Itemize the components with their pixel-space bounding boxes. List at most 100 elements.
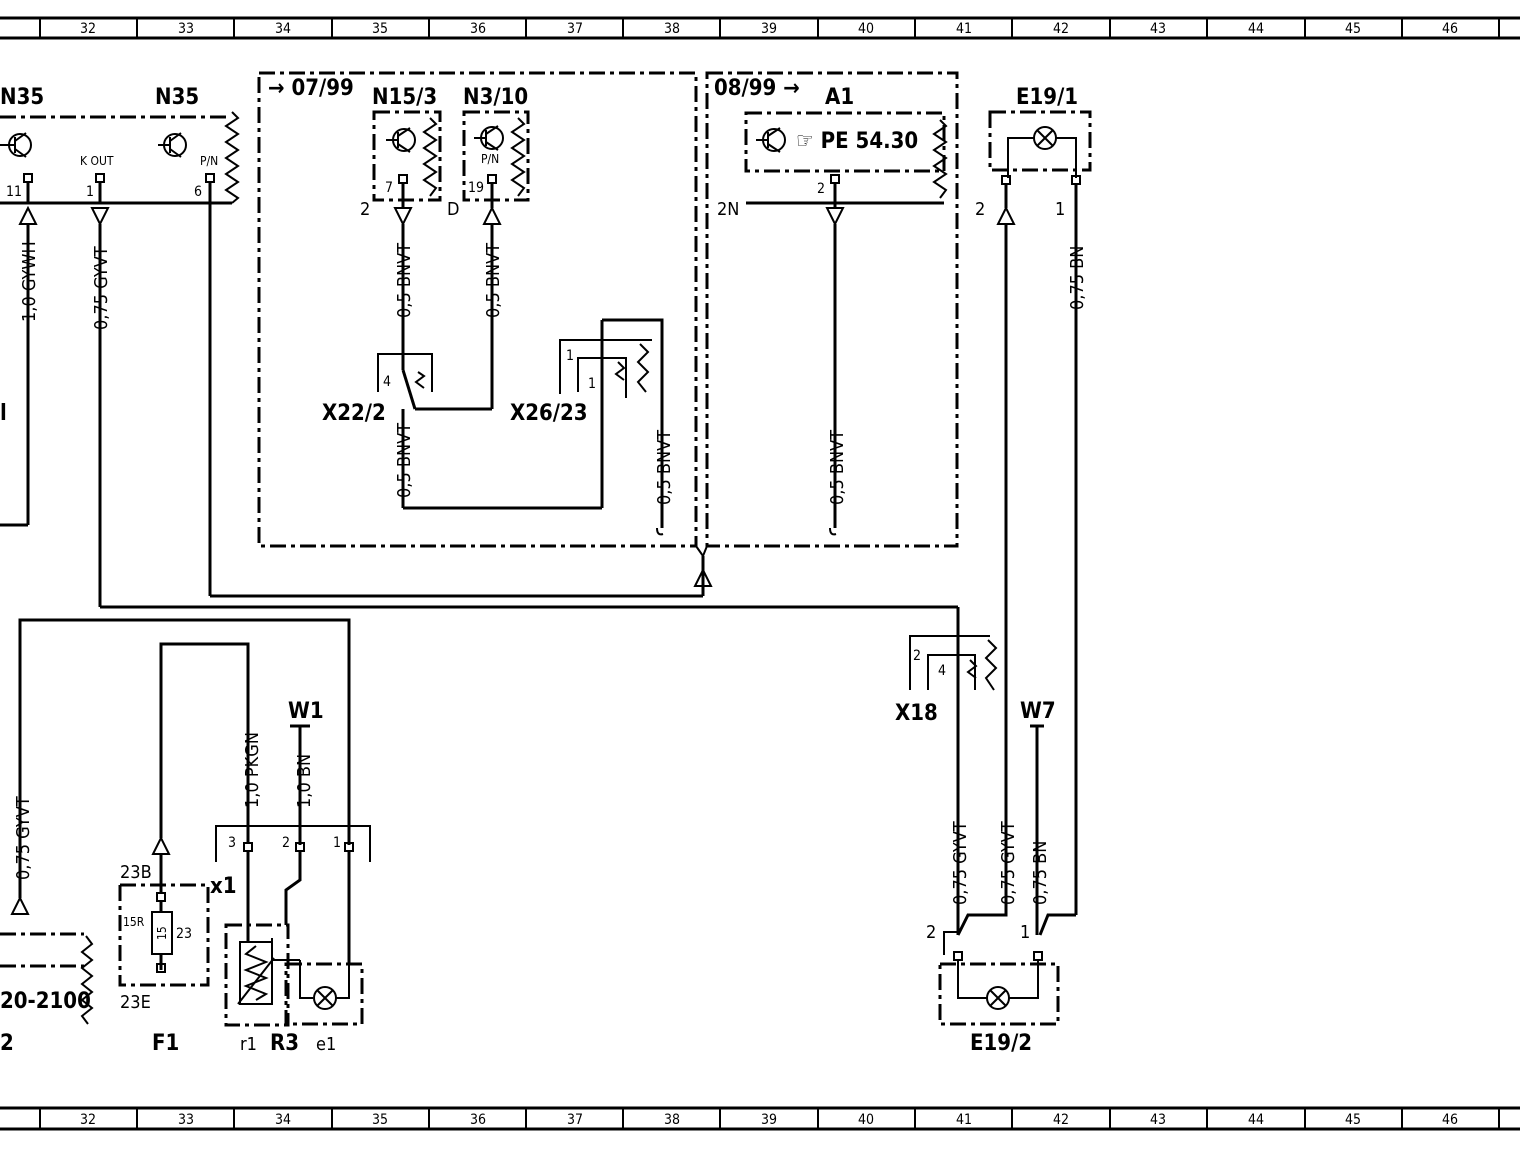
- ruler-bottom-43: 43: [1150, 1112, 1166, 1128]
- f1-pin-23: 23: [176, 926, 192, 942]
- r1-label: r1: [240, 1034, 257, 1055]
- n35-left-label: N35: [0, 85, 44, 110]
- n35-right-label: N35: [155, 85, 199, 110]
- ground-icon: [656, 527, 664, 536]
- x26-23-label: X26/23: [510, 401, 588, 426]
- bottom-grid-ruler: 32 33 34 35 36 37 38 39 40 41 42 43 44 4…: [0, 1106, 1520, 1131]
- wire-label-e19-2-b: 0,75 GYVT: [998, 821, 1019, 905]
- ruler-top-45: 45: [1345, 21, 1361, 37]
- n35-resistor-zigzag: [224, 111, 240, 204]
- ruler-bottom-46: 46: [1442, 1112, 1458, 1128]
- a1-pin-2n: 2N: [717, 199, 739, 220]
- f1-fuse: 23B 15 15R 23 23E F1: [118, 642, 250, 1056]
- wire-label-n15-3: 0,5 BNVT: [394, 243, 415, 318]
- wire-label-x26-out: 0,5 BNVT: [654, 430, 675, 505]
- n15-3-label: N15/3: [372, 85, 437, 110]
- arrow-down-icon: [825, 207, 845, 227]
- e19-2-lamp: 2 1 E19/2: [926, 900, 1076, 1056]
- lamp-icon: [986, 986, 1010, 1010]
- ruler-bottom-37: 37: [567, 1112, 583, 1128]
- arrow-up-icon: [996, 205, 1016, 225]
- ruler-top-35: 35: [372, 21, 388, 37]
- ruler-top-34: 34: [275, 21, 291, 37]
- n35-pin-kout: K OUT: [80, 154, 114, 168]
- n3-10-label: N3/10: [463, 85, 528, 110]
- n15-3-pin-7: 7: [385, 180, 393, 196]
- lamp-icon: [1033, 126, 1057, 150]
- wire-label-a1: 0,5 BNVT: [827, 430, 848, 505]
- f1-pin-23b: 23B: [120, 862, 152, 883]
- wire-label-n35-1: 0,75 GYVT: [91, 246, 112, 330]
- x22-2-label: X22/2: [322, 401, 386, 426]
- w1-label: W1: [288, 699, 324, 724]
- wire-label-e19-2-bn: 0,75 BN: [1030, 841, 1051, 905]
- ruler-top-43: 43: [1150, 21, 1166, 37]
- splice-junction: [693, 545, 713, 596]
- x26-23-pin-1: 1: [566, 348, 574, 364]
- arrow-up-icon: [482, 205, 502, 225]
- ruler-top-42: 42: [1053, 21, 1069, 37]
- r3-label: R3: [270, 1031, 299, 1056]
- x1-connector: W1 1,0 PKGN 1,0 BN 3 2 1 x1: [210, 699, 371, 899]
- wire-label-left-gyvt: 0,75 GYVT: [13, 796, 34, 880]
- variant-0799-label: → 07/99: [268, 76, 354, 101]
- a1-reference: ☞ PE 54.30: [796, 129, 918, 154]
- transistor-icon: [0, 132, 32, 158]
- ruler-top-33: 33: [178, 21, 194, 37]
- n3-10-pin-19: 19: [468, 180, 484, 196]
- ruler-bottom-35: 35: [372, 1112, 388, 1128]
- ruler-bottom-38: 38: [664, 1112, 680, 1128]
- arrow-up-icon: [151, 835, 171, 855]
- ruler-bottom-44: 44: [1248, 1112, 1264, 1128]
- x22-2-pin-4: 4: [383, 374, 391, 390]
- f1-pin-15r: 15R: [123, 915, 145, 929]
- transistor-icon: [474, 125, 504, 151]
- ruler-top-44: 44: [1248, 21, 1264, 37]
- arrow-up-icon: [18, 205, 38, 225]
- e19-1-pin-2: 2: [975, 199, 985, 220]
- wire-label-n3-10: 0,5 BNVT: [483, 243, 504, 318]
- x26-23-connector: 1 1: [559, 339, 652, 398]
- transistor-icon: [756, 127, 786, 153]
- x18-connector: 2 4 X18 0,75 GYVT: [895, 607, 998, 935]
- x1-pin-1: 1: [333, 835, 341, 851]
- left-lower-wires: 0,75 GYVT 20-2100 2: [0, 618, 351, 1056]
- f1-label: F1: [152, 1031, 179, 1056]
- w7-ground: W7 0,75 BN 0,75 GYVT: [998, 699, 1056, 935]
- w7-label: W7: [1020, 699, 1056, 724]
- a1-pin-2: 2: [817, 181, 825, 197]
- x18-label: X18: [895, 701, 938, 726]
- ruler-bottom-42: 42: [1053, 1112, 1069, 1128]
- r3-heater: r1 R3 e1: [224, 851, 364, 1056]
- left-module-frag: 2: [0, 1031, 14, 1056]
- e19-1-pin-1: 1: [1055, 199, 1065, 220]
- x1-label: x1: [210, 874, 237, 899]
- arrow-down-icon: [90, 207, 110, 227]
- ruler-bottom-41: 41: [956, 1112, 972, 1128]
- wire-label-n35-11: 1,0 GYWH: [19, 241, 40, 322]
- ruler-bottom-32: 32: [80, 1112, 96, 1128]
- ruler-bottom-39: 39: [761, 1112, 777, 1128]
- lamp-icon: [313, 986, 337, 1010]
- n3-10-pin-d: D: [447, 199, 459, 220]
- x1-pin-2: 2: [282, 835, 290, 851]
- f1-fuse-15: 15: [155, 926, 169, 940]
- e19-1-label: E19/1: [1016, 85, 1078, 110]
- ruler-top-40: 40: [858, 21, 874, 37]
- x26-23-pin-1b: 1: [588, 376, 596, 392]
- ruler-bottom-34: 34: [275, 1112, 291, 1128]
- transistor-icon: [386, 127, 416, 153]
- n35-pin-6: 6: [194, 184, 202, 200]
- transistor-icon: [158, 132, 187, 158]
- ground-icon: [829, 527, 837, 536]
- arrow-up-icon: [10, 895, 30, 915]
- ruler-bottom-36: 36: [470, 1112, 486, 1128]
- wire-label-pkgn: 1,0 PKGN: [242, 732, 263, 808]
- e19-2-pin-2: 2: [926, 922, 936, 943]
- n35-pin-1: 1: [86, 184, 94, 200]
- wire-label-x22-out: 0,5 BNVT: [394, 423, 415, 498]
- n35-module: N35 N35 K OUT P/N 11 1 6: [0, 85, 240, 205]
- top-grid-ruler: 32 33 34 35 36 37 38 39 40 41 42 43 44 4…: [0, 16, 1520, 40]
- ruler-top-32: 32: [80, 21, 96, 37]
- n35-pin-pn: P/N: [200, 154, 218, 168]
